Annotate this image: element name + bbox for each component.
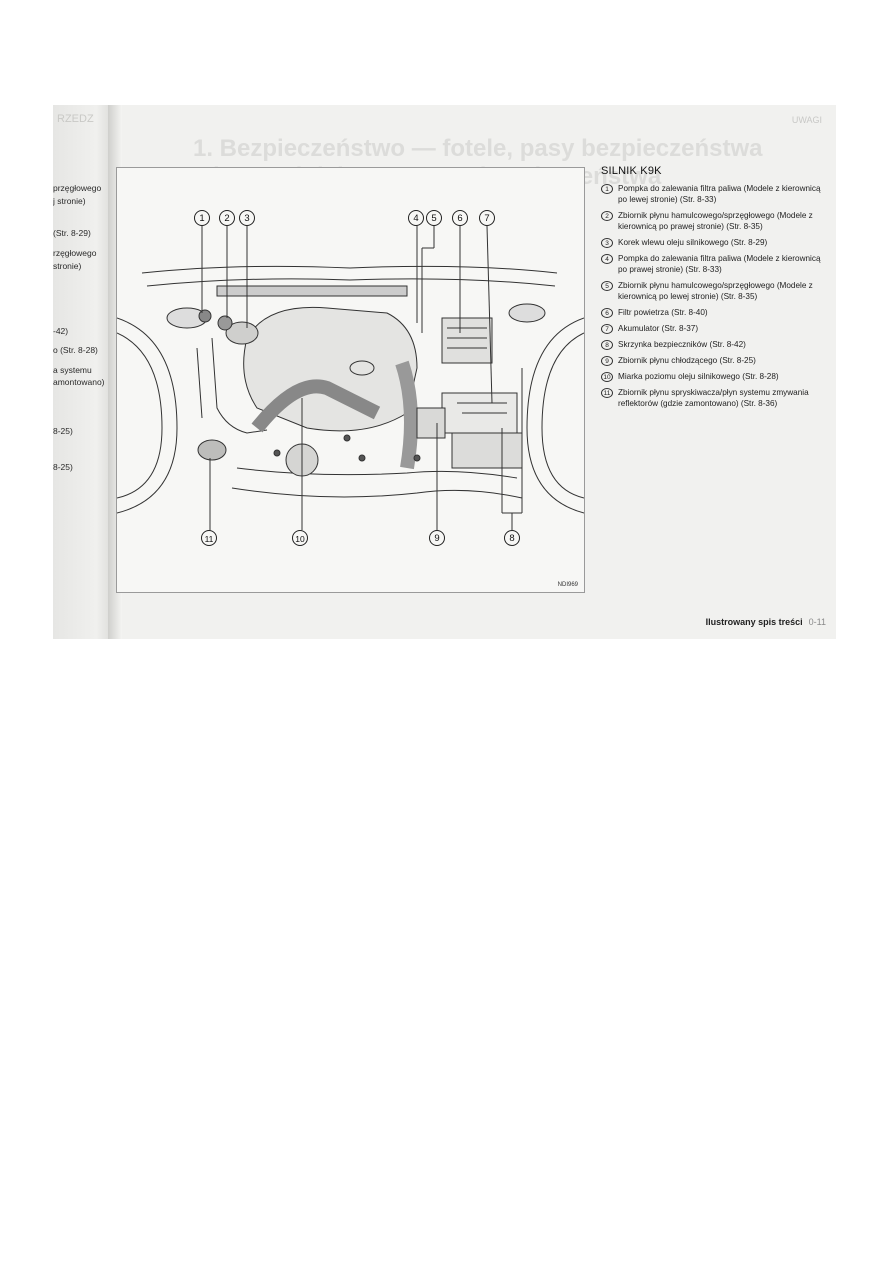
callout-1: 1 (194, 210, 210, 226)
legend-item: 4 Pompka do zalewania filtra paliwa (Mode… (601, 253, 831, 275)
legend-item: 5 Zbiornik płynu hamulcowego/sprzęgłowego… (601, 280, 831, 302)
fragment: stronie) (53, 261, 82, 271)
legend-heading: SILNIK K9K (601, 165, 662, 177)
callout-7: 7 (479, 210, 495, 226)
legend-number: 10 (601, 372, 613, 382)
fragment: 8-25) (53, 462, 73, 472)
callout-4: 4 (408, 210, 424, 226)
legend-item: 2 Zbiornik płynu hamulcowego/sprzęgłowego… (601, 210, 831, 232)
legend-item: 10 Miarka poziomu oleju silnikowego (Str.… (601, 371, 831, 382)
legend-text: Zbiornik płynu hamulcowego/sprzęgłowego … (618, 211, 813, 231)
fragment: amontowano) (53, 377, 105, 387)
page-number: 0-11 (808, 617, 826, 627)
legend-item: 11 Zbiornik płynu spryskiwacza/płyn syste… (601, 387, 831, 409)
legend-text: Akumulator (Str. 8-37) (618, 324, 699, 333)
fragment: o (Str. 8-28) (53, 345, 98, 355)
ghost-header-left: RZEDZ (57, 113, 94, 125)
legend-text: Pompka do zalewania filtra paliwa (Model… (618, 254, 821, 274)
legend-item: 3 Korek wlewu oleju silnikowego (Str. 8-2… (601, 237, 831, 248)
previous-page-strip: RZEDZ przęgłowego j stronie) (Str. 8-29)… (53, 105, 115, 639)
legend-number: 9 (601, 356, 613, 366)
legend-number: 7 (601, 324, 613, 334)
fragment: a systemu (53, 365, 92, 375)
footer-label: Ilustrowany spis treści (705, 617, 803, 627)
legend-item: 8 Skrzynka bezpieczników (Str. 8-42) (601, 339, 831, 350)
ghost-title: 1. Bezpieczeństwo — fotele, pasy bezpiec… (193, 135, 763, 162)
callout-10: 10 (292, 530, 308, 546)
callout-3: 3 (239, 210, 255, 226)
legend-number: 11 (601, 388, 613, 398)
legend-number: 3 (601, 238, 613, 248)
callout-11: 11 (201, 530, 217, 546)
callout-9: 9 (429, 530, 445, 546)
legend-number: 4 (601, 254, 613, 264)
engine-diagram: 1 2 3 4 5 6 7 8 9 10 11 NDI969 (116, 167, 585, 593)
scanned-page: RZEDZ przęgłowego j stronie) (Str. 8-29)… (53, 105, 836, 639)
page-footer: Ilustrowany spis treści 0-11 (706, 617, 826, 627)
fragment: -42) (53, 326, 69, 336)
legend-item: 7 Akumulator (Str. 8-37) (601, 323, 831, 334)
fragment: rzęgłowego (53, 248, 97, 258)
ghost-header-right: UWAGI (791, 115, 822, 125)
legend-text: Miarka poziomu oleju silnikowego (Str. 8… (618, 372, 779, 381)
fragment: j stronie) (53, 196, 86, 206)
legend-item: 9 Zbiornik płynu chłodzącego (Str. 8-25) (601, 355, 831, 366)
legend-text: Zbiornik płynu hamulcowego/sprzęgłowego … (618, 281, 813, 301)
legend-number: 1 (601, 184, 613, 194)
legend-text: Filtr powietrza (Str. 8-40) (618, 308, 708, 317)
legend-text: Zbiornik płynu spryskiwacza/płyn systemu… (618, 388, 809, 408)
callout-6: 6 (452, 210, 468, 226)
callout-8: 8 (504, 530, 520, 546)
fragment: przęgłowego (53, 183, 102, 193)
engine-illustration (117, 225, 584, 530)
legend-text: Korek wlewu oleju silnikowego (Str. 8-29… (618, 238, 768, 247)
legend-item: 1 Pompka do zalewania filtra paliwa (Mode… (601, 183, 831, 205)
legend-item: 6 Filtr powietrza (Str. 8-40) (601, 307, 831, 318)
legend-text: Pompka do zalewania filtra paliwa (Model… (618, 184, 821, 204)
fragment: 8-25) (53, 426, 73, 436)
callout-5: 5 (426, 210, 442, 226)
legend-number: 5 (601, 281, 613, 291)
fragment: (Str. 8-29) (53, 228, 91, 238)
legend-text: Skrzynka bezpieczników (Str. 8-42) (618, 340, 746, 349)
figure-code: NDI969 (557, 582, 578, 588)
legend-number: 6 (601, 308, 613, 318)
legend-number: 2 (601, 211, 613, 221)
callout-2: 2 (219, 210, 235, 226)
legend-number: 8 (601, 340, 613, 350)
legend-text: Zbiornik płynu chłodzącego (Str. 8-25) (618, 356, 756, 365)
